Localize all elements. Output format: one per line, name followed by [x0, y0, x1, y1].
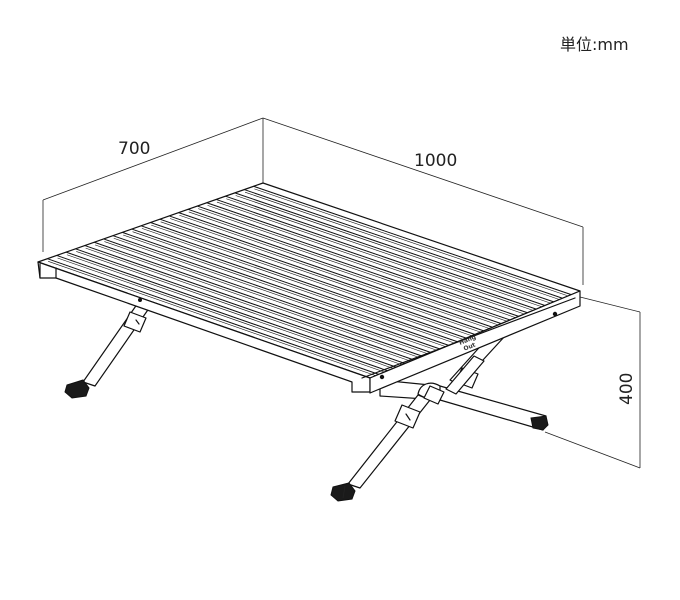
width-dimension-label: 700: [118, 139, 150, 159]
front-leg-right: [423, 355, 485, 405]
table-slat-line: [244, 191, 564, 302]
table-slat-line: [197, 205, 519, 317]
table-slat-line: [48, 261, 380, 378]
front-leg-left: [330, 394, 431, 502]
height-dimension: 400: [544, 296, 641, 469]
length-dimension-label: 1000: [414, 151, 457, 171]
width-dimension: 700: [42, 117, 264, 252]
table-slat-line: [66, 254, 398, 371]
table-slat-line: [207, 205, 529, 316]
table-slat-line: [47, 258, 379, 375]
table-slat-line: [198, 208, 520, 320]
table-slat-line: [151, 224, 476, 338]
table-slat-line: [131, 228, 458, 343]
table-slat-line: [206, 202, 528, 314]
table-top: Hang Out: [37, 182, 581, 394]
table-slat-line: [244, 189, 563, 299]
table-slat-line: [188, 211, 511, 323]
height-dimension-label: 400: [617, 373, 637, 405]
table-slat-line: [169, 218, 494, 331]
table-slat-line: [113, 237, 441, 352]
table-slat-line: [160, 221, 485, 334]
cross-brace: [379, 379, 549, 431]
table-slat-line: [84, 245, 414, 361]
table-slat-line: [140, 225, 467, 339]
unit-label: 単位:mm: [560, 35, 629, 54]
table-slat-line: [104, 241, 433, 356]
table-slat-line: [253, 185, 572, 296]
table-slat-line: [178, 212, 502, 325]
table-slat-line: [226, 198, 546, 309]
table-slat-line: [235, 195, 555, 305]
table-slat-line: [65, 251, 397, 368]
table-slat-line: [150, 222, 476, 335]
table-slat-line: [141, 228, 468, 342]
table-slat-line: [254, 188, 573, 298]
table-slat-line: [94, 241, 423, 357]
length-dimension: 1000: [262, 117, 584, 285]
table-slat-line: [94, 244, 424, 360]
table-slat-line: [103, 238, 432, 354]
table-slat-line: [75, 248, 406, 364]
table-slat-line: [56, 254, 388, 372]
table-slat-line: [215, 198, 537, 310]
table-slat-line: [122, 231, 449, 346]
table-slat-line: [112, 235, 441, 350]
table-slat-line: [123, 234, 450, 349]
table-slat-line: [216, 201, 538, 313]
table-slat-line: [179, 214, 503, 327]
table-slat-line: [159, 218, 484, 332]
table-slat-line: [225, 195, 546, 306]
table-slat-line: [234, 192, 554, 303]
table-slat-line: [132, 231, 459, 345]
table-slats: [47, 185, 573, 378]
table-slat-line: [76, 251, 406, 367]
back-leg-left: [64, 299, 153, 399]
table-slat-line: [85, 247, 415, 363]
table-slat-line: [57, 257, 389, 374]
brand-logo-line2: Out: [463, 341, 477, 352]
table-slat-line: [169, 215, 493, 328]
table-slat-line: [187, 208, 511, 321]
